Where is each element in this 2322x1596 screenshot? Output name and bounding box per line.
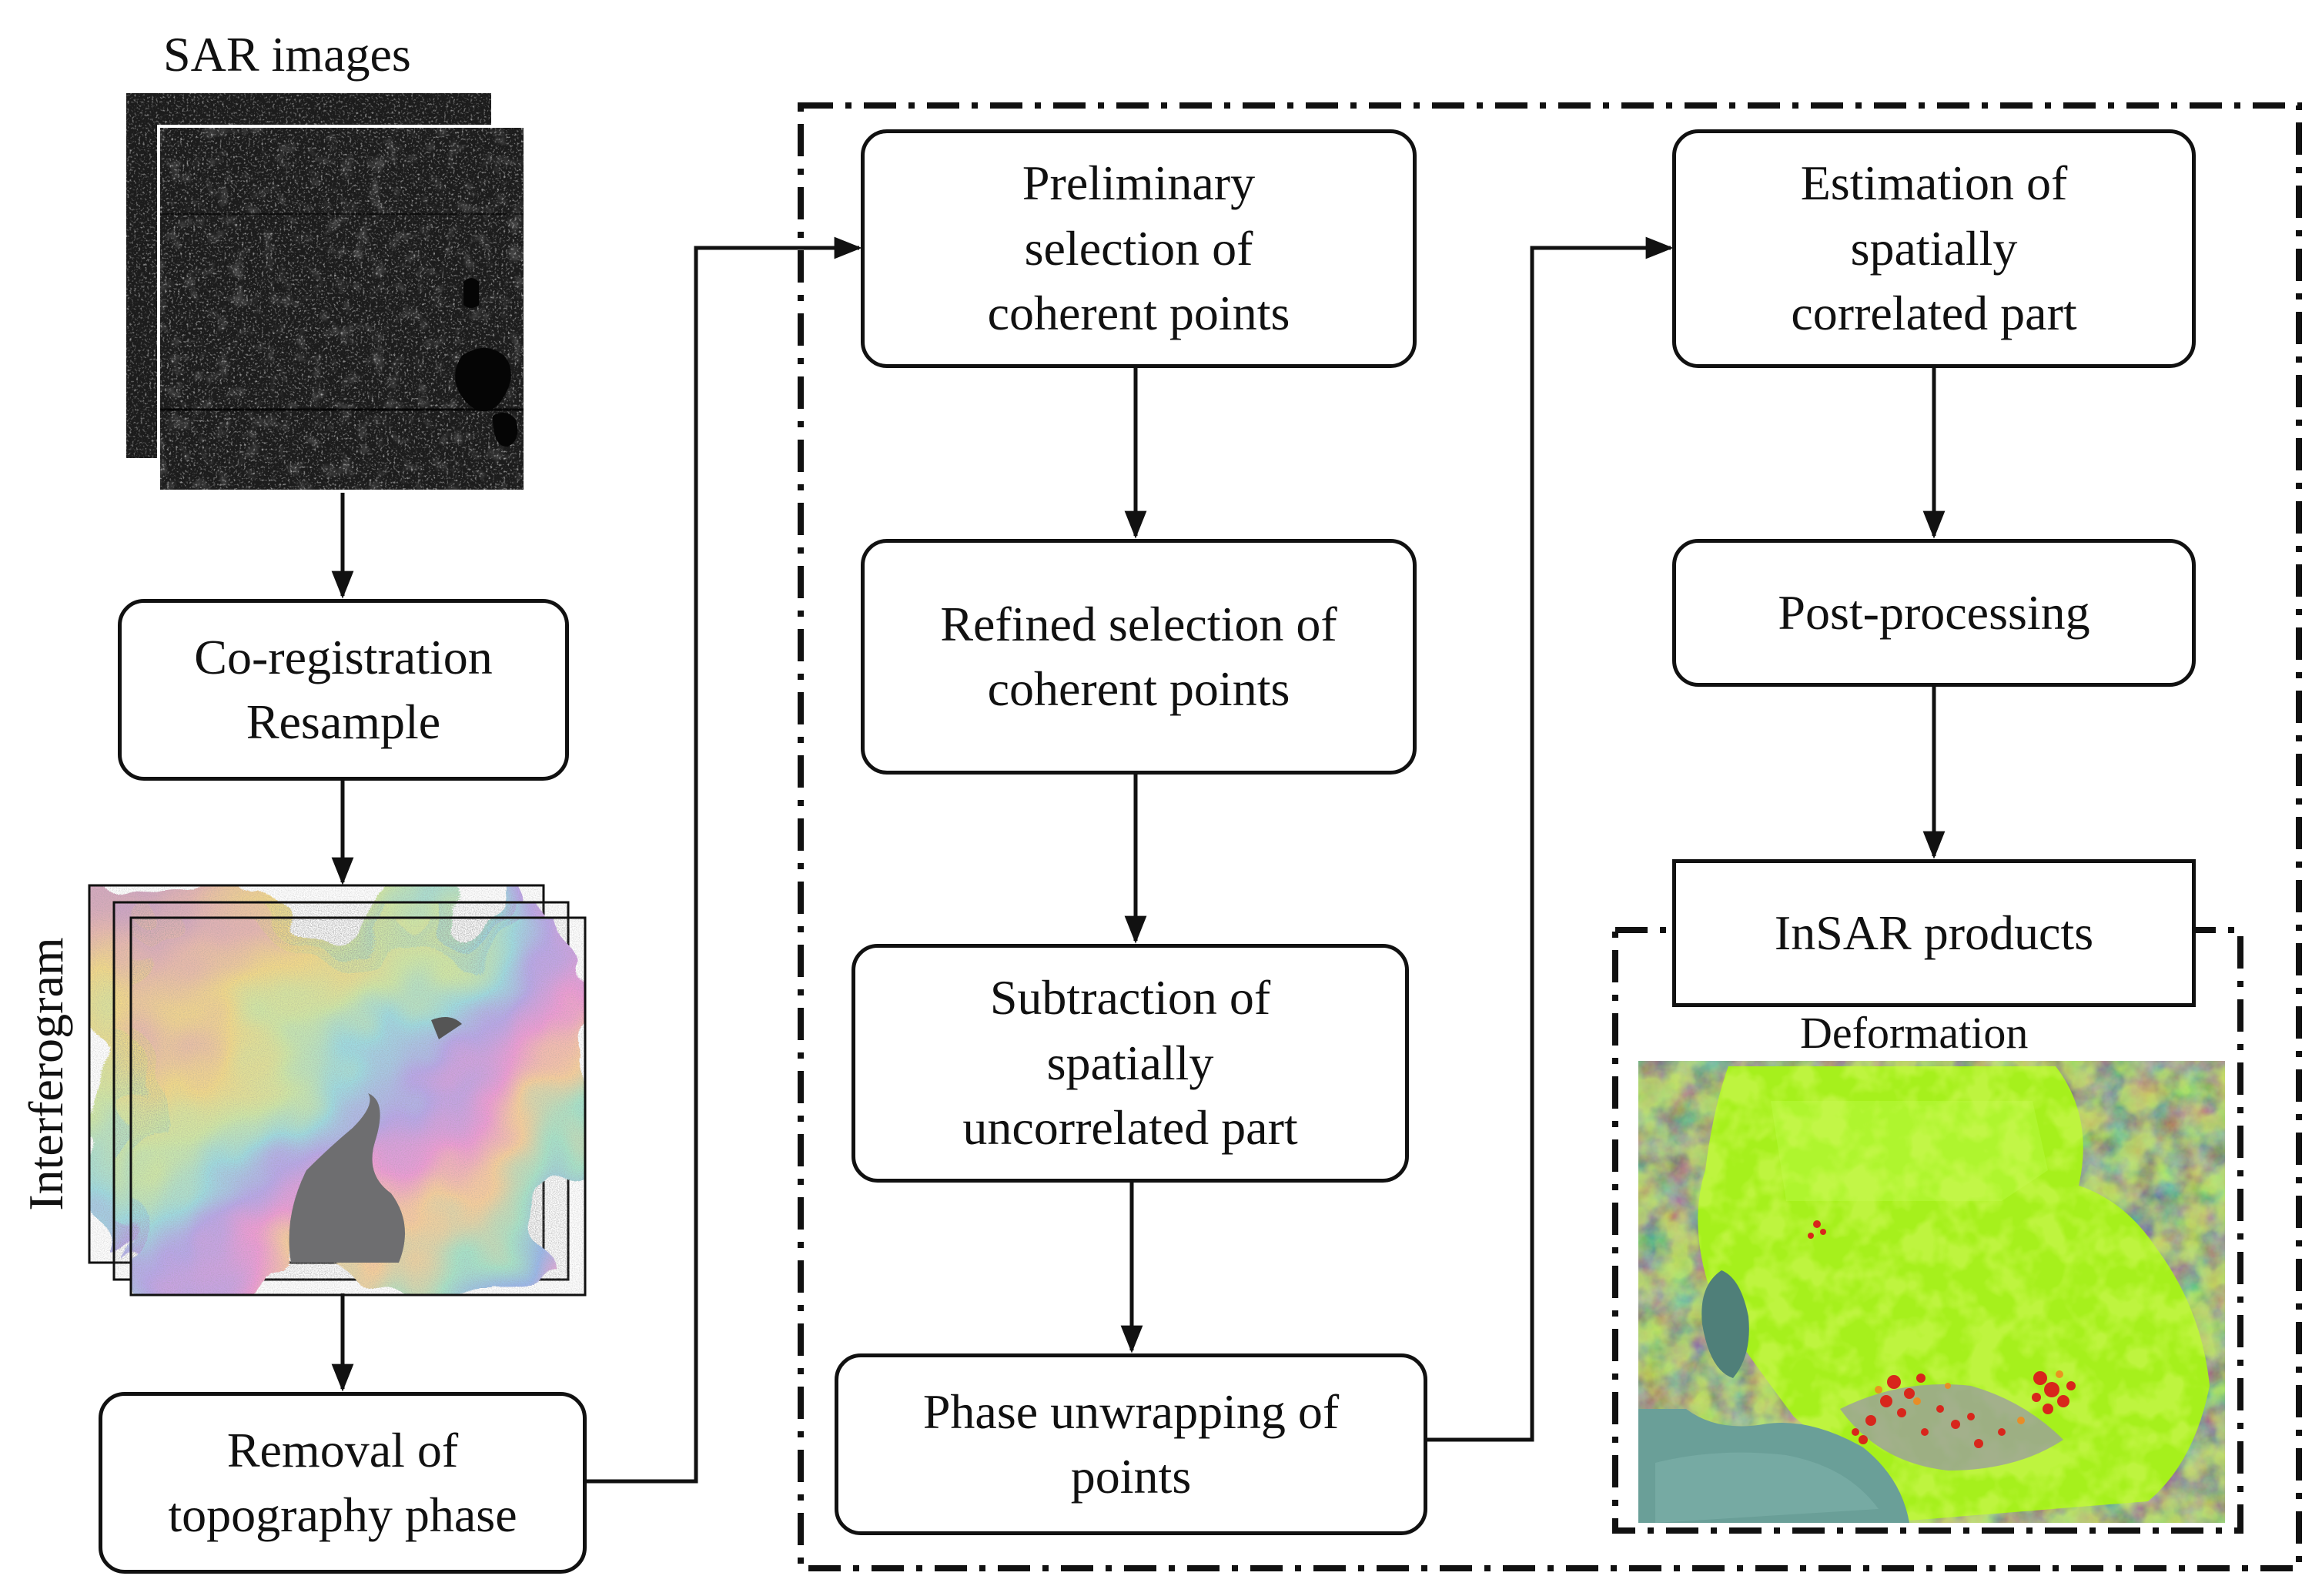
insar-products-text: InSAR products [1774,905,2094,960]
coregistration-text: Co-registration Resample [194,629,493,749]
removal-topography-text: Removal of topography phase [168,1422,517,1542]
post-processing-text: Post-processing [1778,584,2090,640]
subtraction-uncorrelated-text: Subtraction of spatially uncorrelated pa… [962,970,1298,1156]
arrow-removal-to-preliminary [585,236,862,1484]
deformation-map [1638,1061,2225,1523]
deformation-label: Deformation [1800,1008,2029,1058]
interferogram-stack [88,884,587,1297]
phase-unwrapping-box: Phase unwrapping of points [835,1353,1427,1535]
processing-frame [798,102,2302,1571]
interferogram-label: Interferogram [18,937,73,1211]
sar-images-label: SAR images [163,27,411,82]
refined-selection-box: Refined selection of coherent points [861,539,1417,775]
phase-unwrapping-text: Phase unwrapping of points [922,1384,1340,1504]
coregistration-box: Co-registration Resample [118,599,569,781]
refined-selection-text: Refined selection of coherent points [940,596,1337,716]
post-processing-box: Post-processing [1672,539,2196,687]
sar-image-stack [126,93,527,493]
insar-products-frame [1612,927,2243,1534]
subtraction-uncorrelated-box: Subtraction of spatially uncorrelated pa… [852,944,1409,1183]
removal-topography-box: Removal of topography phase [99,1392,587,1574]
preliminary-selection-text: Preliminary selection of coherent points [987,156,1290,341]
insar-products-box: InSAR products [1672,859,2196,1007]
preliminary-selection-box: Preliminary selection of coherent points [861,129,1417,368]
interferogram-front [129,916,587,1297]
connectors [331,236,1946,1484]
estimation-correlated-text: Estimation of spatially correlated part [1791,156,2077,341]
estimation-correlated-box: Estimation of spatially correlated part [1672,129,2196,368]
arrow-unwrapping-to-estimation [1424,236,1674,1442]
